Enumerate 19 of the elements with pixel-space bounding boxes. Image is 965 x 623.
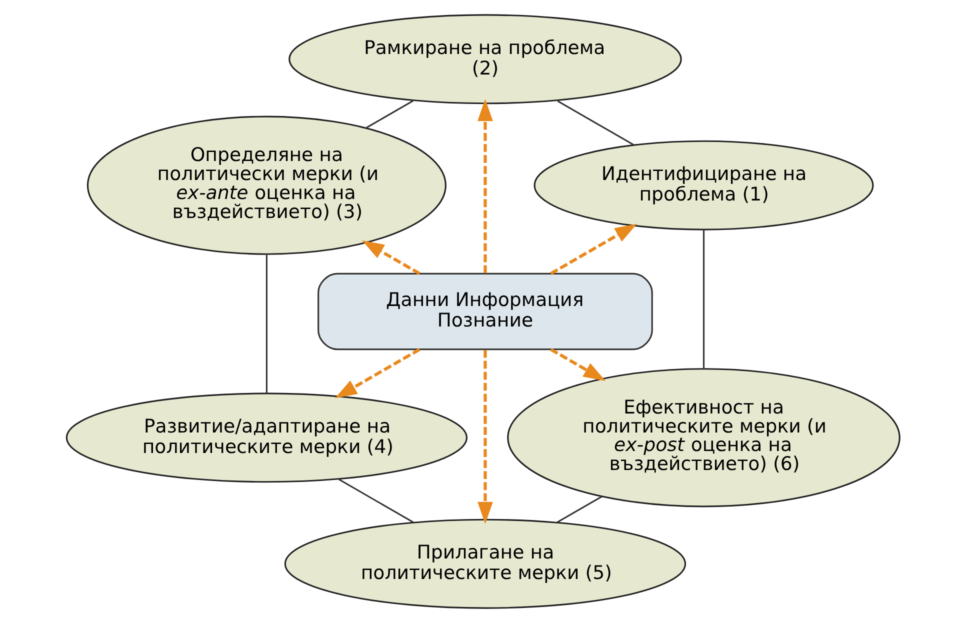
node-ellipse: Идентифициране на проблема (1) [533,140,874,230]
node-box: Данни Информация Познание [317,272,652,350]
arrow [477,350,492,524]
node-ellipse: Прилагане на политическите мерки (5) [284,518,686,609]
connector [702,230,704,368]
node-ellipse: Развитие/адаптиране на политическите мерки (4) [65,392,468,483]
arrow [550,348,606,381]
connector [265,254,267,393]
arrow [362,240,420,276]
arrow [477,99,492,274]
arrow [550,224,637,276]
node-ellipse: Ефективност на политическите мерки (и ex-post оценка на въздействието) (6) [506,368,900,508]
connector [556,100,634,146]
node-ellipse: Определяне на политически мерки (и ex-ante оценка на въздействието) (3) [86,116,446,255]
connector [338,478,414,523]
arrow [334,348,420,398]
connector [556,496,602,523]
node-ellipse: Рамкиране на проблема (2) [288,14,682,104]
connector [366,100,413,128]
